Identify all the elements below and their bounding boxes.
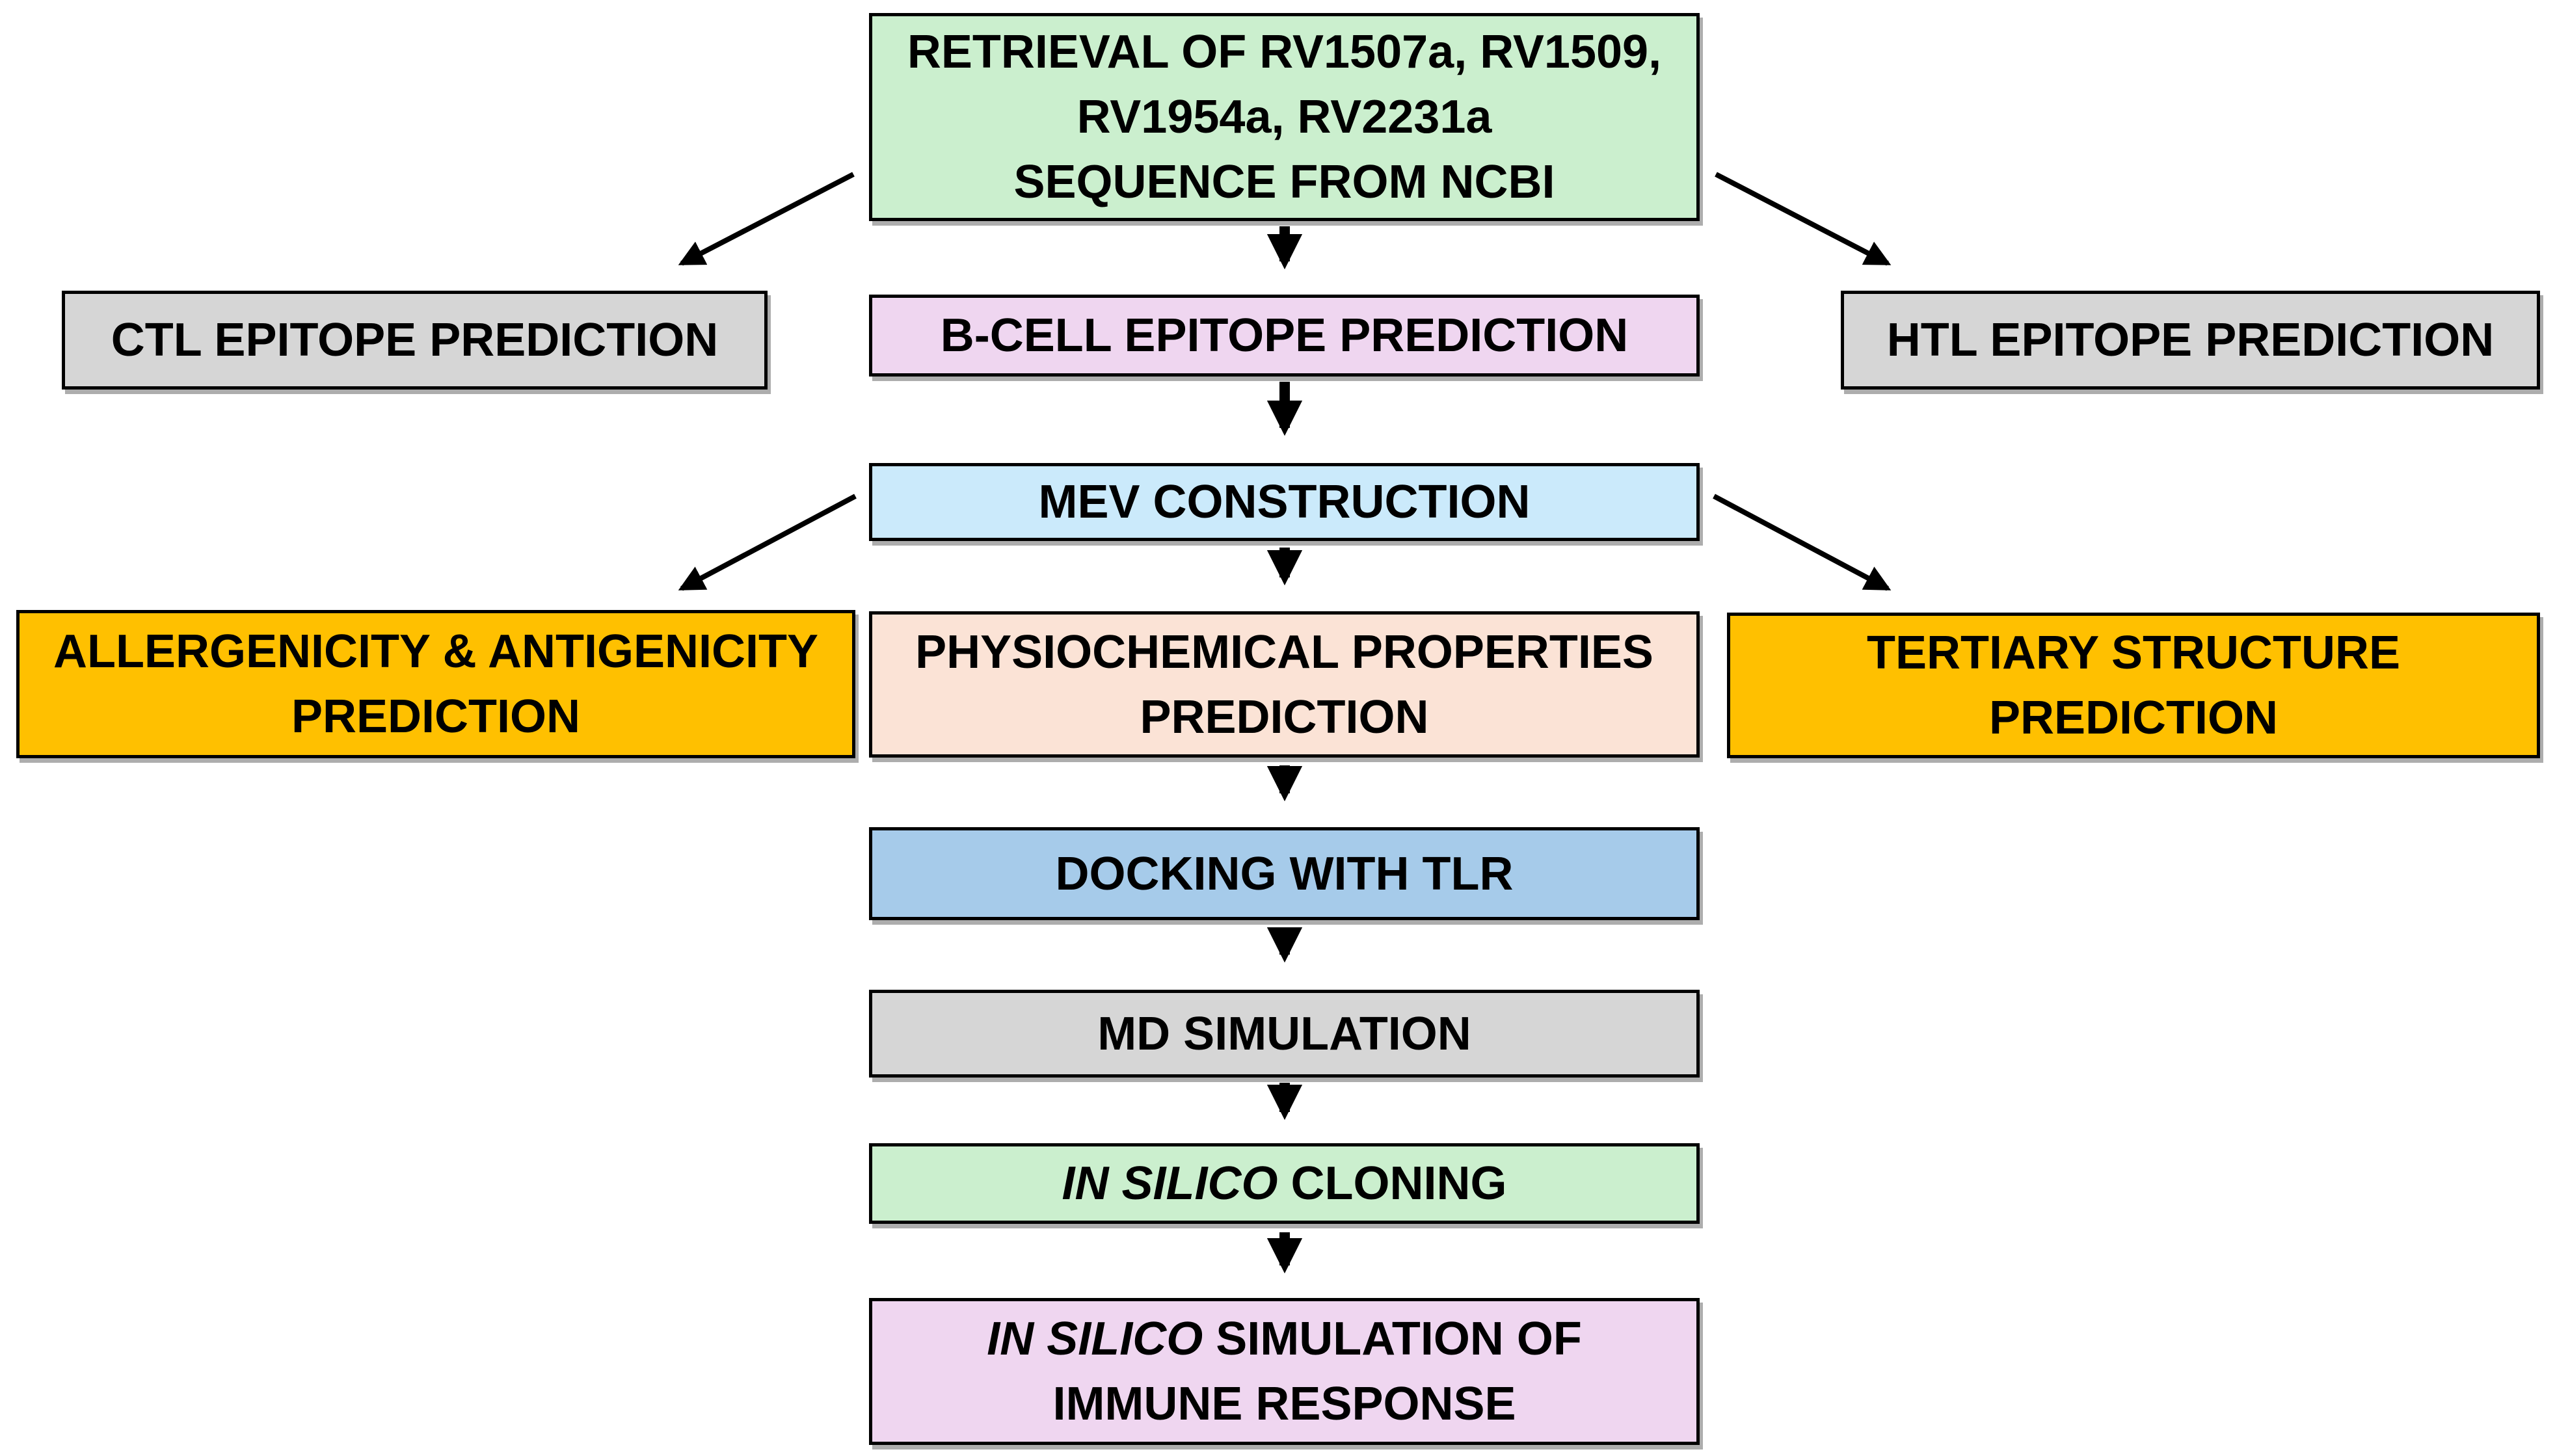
cloning-rest: CLONING: [1278, 1158, 1507, 1210]
box-md-simulation-label: MD SIMULATION: [1097, 1007, 1471, 1060]
box-in-silico-immune-simulation-label: IN SILICO SIMULATION OF IMMUNE RESPONSE: [974, 1306, 1595, 1436]
box-in-silico-immune-simulation: IN SILICO SIMULATION OF IMMUNE RESPONSE: [869, 1298, 1700, 1445]
box-in-silico-cloning: IN SILICO CLONING: [869, 1143, 1700, 1224]
box-allergenicity-antigenicity-prediction: ALLERGENICITY & ANTIGENICITY PREDICTION: [16, 610, 855, 758]
box-physiochemical-properties-prediction: PHYSIOCHEMICAL PROPERTIES PREDICTION: [869, 611, 1700, 758]
arrow-retrieval-to-ctl: [678, 172, 855, 266]
box-md-simulation: MD SIMULATION: [869, 990, 1700, 1078]
arrow-mev-to-allergenicity: [678, 494, 857, 591]
in-silico-italic: IN SILICO: [1062, 1158, 1278, 1210]
box-ctl-epitope-prediction-label: CTL EPITOPE PREDICTION: [111, 314, 719, 366]
box-retrieval-sequence-label: RETRIEVAL OF RV1507a, RV1509, RV1954a, R…: [907, 26, 1662, 208]
arrow-mev-to-tertiary: [1713, 494, 1892, 591]
box-mev-construction-label: MEV CONSTRUCTION: [1038, 476, 1531, 528]
box-bcell-epitope-prediction-label: B-CELL EPITOPE PREDICTION: [940, 310, 1629, 362]
arrow-retrieval-to-htl: [1715, 172, 1892, 266]
box-tertiary-structure-prediction-label: TERTIARY STRUCTURE PREDICTION: [1866, 627, 2401, 744]
box-allergenicity-antigenicity-prediction-label: ALLERGENICITY & ANTIGENICITY PREDICTION: [53, 626, 819, 743]
box-bcell-epitope-prediction: B-CELL EPITOPE PREDICTION: [869, 295, 1700, 377]
box-in-silico-cloning-label: IN SILICO CLONING: [1049, 1151, 1520, 1216]
box-docking-with-tlr-label: DOCKING WITH TLR: [1055, 847, 1514, 900]
box-htl-epitope-prediction-label: HTL EPITOPE PREDICTION: [1886, 314, 2495, 366]
box-tertiary-structure-prediction: TERTIARY STRUCTURE PREDICTION: [1727, 613, 2540, 758]
box-retrieval-sequence: RETRIEVAL OF RV1507a, RV1509, RV1954a, R…: [869, 13, 1700, 221]
box-mev-construction: MEV CONSTRUCTION: [869, 463, 1700, 541]
immune-rest: SIMULATION OF IMMUNE RESPONSE: [1052, 1313, 1582, 1430]
in-silico-italic: IN SILICO: [987, 1313, 1203, 1365]
box-htl-epitope-prediction: HTL EPITOPE PREDICTION: [1841, 291, 2540, 390]
box-ctl-epitope-prediction: CTL EPITOPE PREDICTION: [62, 291, 768, 390]
box-docking-with-tlr: DOCKING WITH TLR: [869, 827, 1700, 920]
box-physiochemical-properties-prediction-label: PHYSIOCHEMICAL PROPERTIES PREDICTION: [915, 626, 1653, 743]
